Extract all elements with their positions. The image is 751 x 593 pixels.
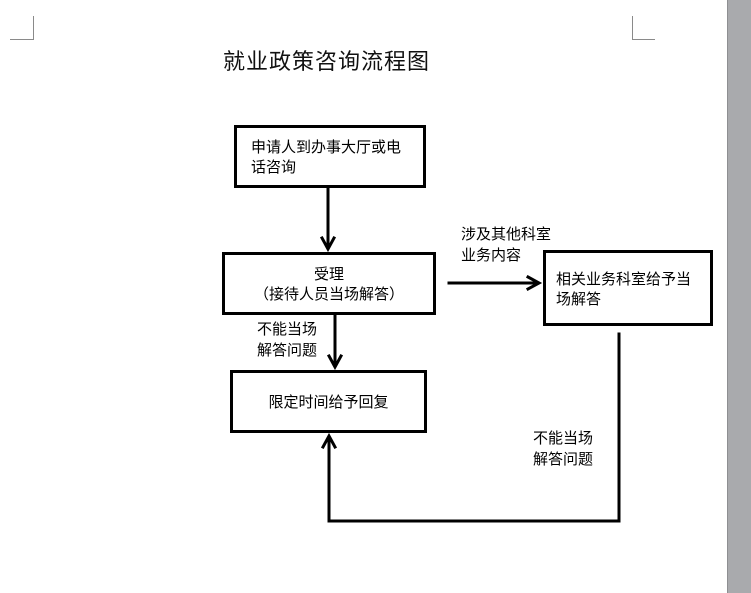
- node-text: 受理: [313, 265, 344, 283]
- node-accept: 受理 （接待人员当场解答）: [222, 252, 436, 315]
- edge-label-cannot-answer: 不能当场 解答问题: [257, 319, 317, 361]
- edge-label-text: 解答问题: [533, 450, 594, 468]
- edge-label-text: 涉及其他科室: [461, 225, 552, 243]
- node-text: 相关业务科室给予当: [556, 270, 692, 288]
- edge-label-text: 不能当场: [533, 429, 594, 447]
- node-text: 场解答: [556, 290, 602, 308]
- node-text: 限定时间给予回复: [268, 393, 389, 411]
- node-text: （接待人员当场解答）: [253, 285, 404, 303]
- scrollbar-gutter[interactable]: [728, 0, 751, 593]
- margin-corner-mark-top-left: [33, 16, 34, 40]
- node-applicant-consult: 申请人到办事大厅或电 话咨询: [234, 125, 426, 188]
- margin-corner-mark-top-left: [10, 39, 33, 40]
- edge-label-text: 不能当场: [257, 320, 318, 338]
- margin-corner-mark-top-right: [633, 39, 655, 40]
- margin-corner-mark-top-right: [632, 16, 633, 40]
- node-related-department: 相关业务科室给予当 场解答: [543, 250, 713, 326]
- diagram-title: 就业政策咨询流程图: [223, 50, 431, 75]
- edge-label-text: 业务内容: [461, 246, 522, 264]
- edge-label-cannot-answer: 不能当场 解答问题: [533, 428, 593, 470]
- scrollbar-edge: [727, 0, 728, 593]
- edge-label-text: 解答问题: [257, 341, 318, 359]
- node-deadline-reply: 限定时间给予回复: [230, 370, 427, 433]
- node-text: 申请人到办事大厅或电: [251, 138, 402, 156]
- node-text: 话咨询: [251, 158, 297, 176]
- edge-label-other-department: 涉及其他科室 业务内容: [461, 224, 551, 266]
